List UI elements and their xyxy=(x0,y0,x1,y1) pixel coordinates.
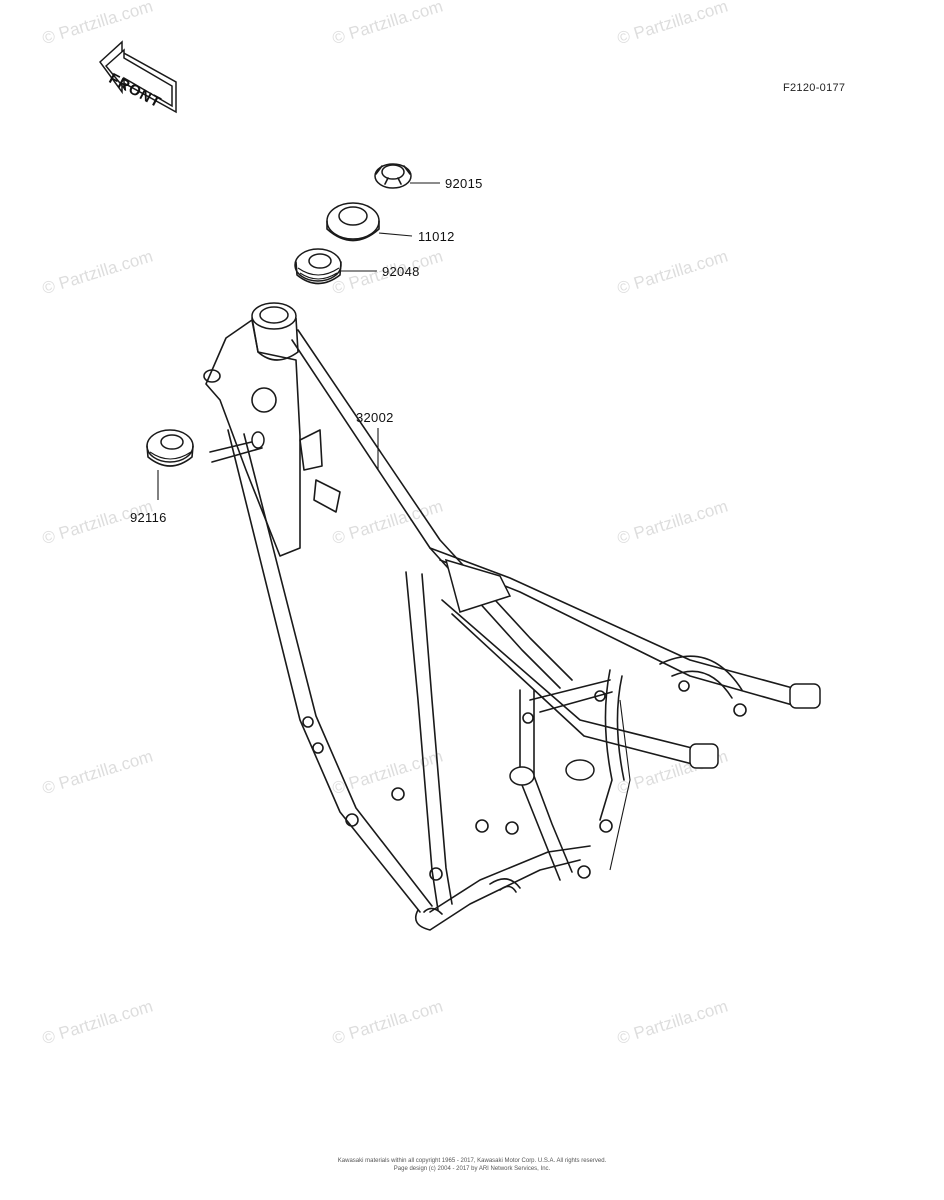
part-number-label[interactable]: 92116 xyxy=(130,510,167,525)
footer-copyright: Kawasaki materials within all copyright … xyxy=(337,1158,607,1164)
nut-92015-part xyxy=(374,163,440,189)
part-number-label[interactable]: 92048 xyxy=(382,264,420,279)
front-arrow-icon xyxy=(98,40,177,114)
bearing-92116-part xyxy=(146,429,194,500)
part-number-label[interactable]: 92015 xyxy=(445,176,483,191)
bearing-92048-part xyxy=(294,248,377,285)
seal-11012-part xyxy=(326,202,413,242)
diagram-code: F2120-0177 xyxy=(783,82,846,94)
part-number-label[interactable]: 32002 xyxy=(356,410,394,425)
footer-page-design: Page design (c) 2004 - 2017 by ARI Netwo… xyxy=(393,1166,551,1172)
frame-32002-part xyxy=(203,302,821,931)
part-number-label[interactable]: 11012 xyxy=(418,229,455,244)
